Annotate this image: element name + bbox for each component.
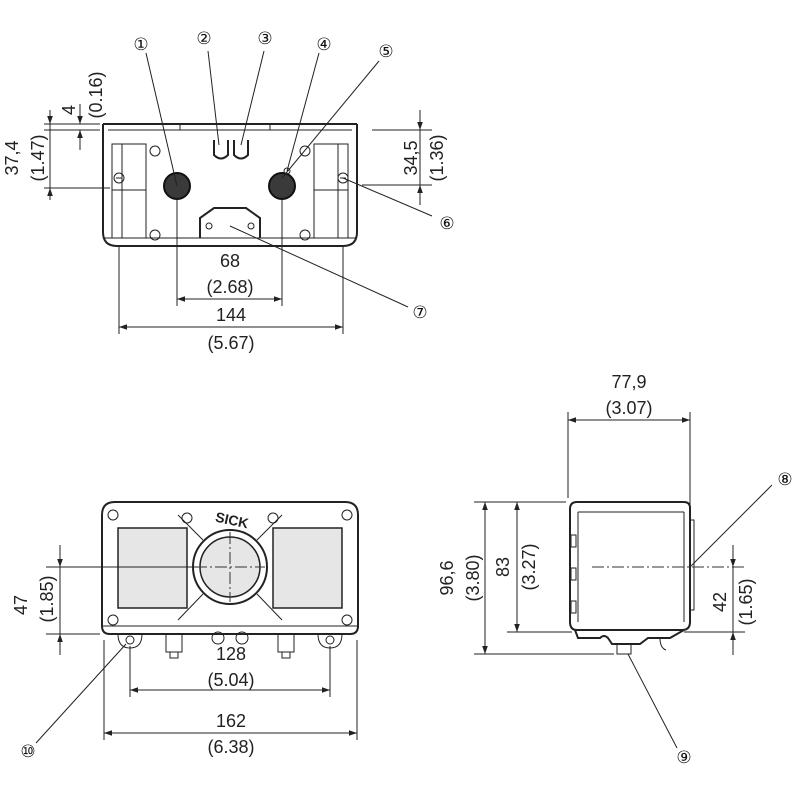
callout-2: ②	[196, 29, 211, 48]
top-callouts: ① ② ③ ④ ⑤ ⑥ ⑦	[133, 29, 454, 322]
dim-68-label: 68	[220, 251, 240, 271]
dim-42-label: 42	[710, 592, 730, 612]
top-view: 4 (0.16) 37,4 (1.47) 34,5 (1.36) 68 (2.6…	[2, 29, 455, 353]
dim-68-inch-label: (2.68)	[206, 277, 253, 297]
dim-128-inch-label: (5.04)	[207, 670, 254, 690]
front-dim-128: 128 (5.04)	[129, 644, 331, 697]
dim-4-label: 4	[59, 105, 79, 115]
callout-4: ④	[316, 35, 331, 54]
dim-83-label: 83	[493, 557, 513, 577]
dim-128-label: 128	[216, 644, 246, 664]
callout-3: ③	[257, 29, 272, 48]
connector-5	[268, 172, 296, 200]
callout-7: ⑦	[412, 303, 427, 322]
dim-37-4-label: 37,4	[2, 140, 22, 175]
dim-37-4-inch-label: (1.47)	[28, 134, 48, 181]
top-dim-left: 4 (0.16) 37,4 (1.47)	[2, 71, 110, 200]
dim-42-inch-label: (1.65)	[736, 578, 756, 625]
dim-162-inch-label: (6.38)	[207, 737, 254, 757]
sick-logo: SICK	[214, 509, 250, 532]
dim-77-9-inch-label: (3.07)	[605, 398, 652, 418]
callout-10: ⑩	[20, 742, 35, 761]
dim-96-6-label: 96,6	[437, 560, 457, 595]
callout-8: ⑧	[777, 470, 792, 489]
dim-144-inch-label: (5.67)	[207, 333, 254, 353]
dim-162-label: 162	[216, 711, 246, 731]
side-view-housing	[569, 501, 695, 655]
front-dim-47: 47 (1.85)	[11, 545, 198, 655]
dim-34-5-label: 34,5	[401, 140, 421, 175]
callout-5: ⑤	[378, 42, 393, 61]
side-view: 77,9 (3.07) 96,6 (3.80) 83 (3.27) 42 (1.	[437, 372, 793, 767]
dim-96-6-inch-label: (3.80)	[463, 554, 483, 601]
dim-83-inch-label: (3.27)	[519, 543, 539, 590]
side-dim-77-9: 77,9 (3.07)	[567, 372, 691, 516]
callout-9: ⑨	[676, 748, 691, 767]
side-dim-42: 42 (1.65)	[592, 545, 756, 655]
dim-4-inch-label: (0.16)	[86, 71, 106, 118]
dim-77-9-label: 77,9	[611, 372, 646, 392]
top-view-housing	[102, 123, 358, 247]
top-dim-144: 144 (5.67)	[118, 246, 344, 353]
dim-34-5-inch-label: (1.36)	[427, 134, 447, 181]
front-view-housing: SICK	[101, 501, 359, 659]
side-dim-96-6: 96,6 (3.80)	[437, 501, 614, 655]
callout-1: ①	[133, 35, 148, 54]
dim-144-label: 144	[216, 305, 246, 325]
dim-47-label: 47	[11, 595, 31, 615]
top-dim-68: 68 (2.68)	[176, 200, 283, 306]
front-view: SICK 47 (1.85)	[11, 501, 359, 761]
callout-6: ⑥	[439, 214, 454, 233]
side-dim-83: 83 (3.27)	[493, 502, 572, 633]
dim-47-inch-label: (1.85)	[37, 575, 57, 622]
front-dim-162: 162 (6.38)	[103, 640, 358, 757]
top-dim-right: 34,5 (1.36)	[362, 110, 447, 205]
